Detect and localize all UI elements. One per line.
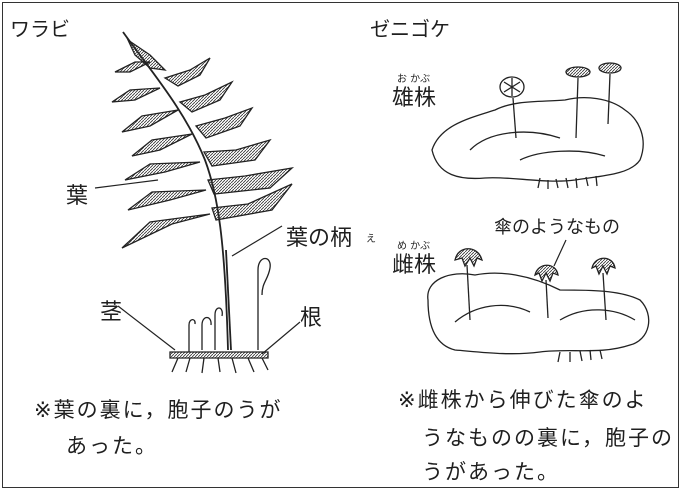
- petiole-label: 葉の柄: [286, 226, 353, 251]
- female-reading: め かぶ: [397, 241, 431, 252]
- liverwort-male-drawing: [431, 62, 644, 189]
- liverwort-note-line1: ※雌株から伸びた傘のよ: [398, 388, 648, 412]
- liverwort-note-line3: うがあった。: [422, 460, 560, 484]
- root-label: 根: [300, 306, 323, 331]
- bracken-note-line1: ※葉の裏に，胞子のうが: [34, 398, 283, 422]
- male-label: 雄株: [392, 86, 437, 111]
- stem-label: 茎: [100, 300, 123, 325]
- liverwort-female-drawing: [427, 248, 650, 363]
- umbrella-leader-line: [553, 239, 567, 267]
- petiole-reading: え: [366, 234, 376, 245]
- leaf-label: 葉: [66, 184, 89, 209]
- liverwort-title: ゼニゴケ: [370, 17, 450, 41]
- bracken-title: ワラビ: [10, 17, 70, 41]
- bracken-leader-lines: [94, 179, 301, 355]
- bracken-note-line2: あった。: [66, 434, 158, 458]
- fiddlehead-shoots: [188, 257, 271, 352]
- female-label: 雌株: [392, 253, 437, 278]
- umbrella-label: 傘のようなもの: [494, 217, 620, 238]
- bracken-frond-drawing: [111, 31, 295, 374]
- bracken-pinnae: [111, 38, 295, 249]
- liverwort-note-line2: うなものの裏に，胞子の: [422, 426, 674, 450]
- bracken-rhizome-roots: [169, 351, 269, 374]
- male-reading: お かぶ: [397, 74, 431, 85]
